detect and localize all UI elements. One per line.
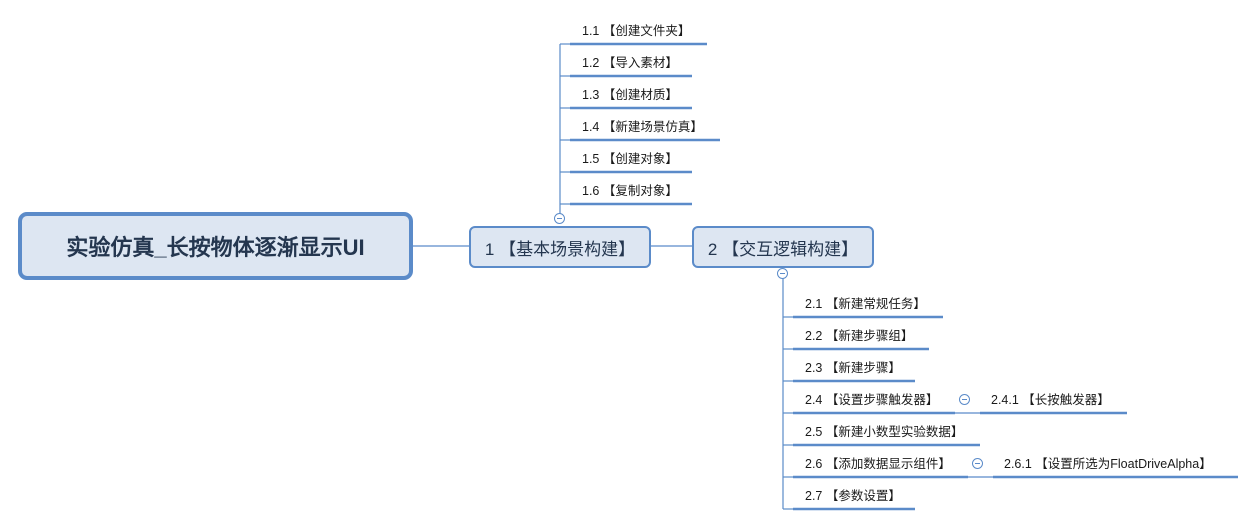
collapse-2-4-icon[interactable] [959, 394, 970, 405]
topic-interaction-logic[interactable]: 2 【交互逻辑构建】 [692, 226, 874, 268]
topic-basic-scene[interactable]: 1 【基本场景构建】 [469, 226, 651, 268]
subtopic-2-7[interactable]: 2.7 【参数设置】 [805, 489, 901, 503]
subtopic-2-4-1[interactable]: 2.4.1 【长按触发器】 [991, 393, 1110, 407]
collapse-topic-1-icon[interactable] [554, 213, 565, 224]
subtopic-2-5[interactable]: 2.5 【新建小数型实验数据】 [805, 425, 964, 439]
subtopic-2-1[interactable]: 2.1 【新建常规任务】 [805, 297, 926, 311]
subtopic-2-2[interactable]: 2.2 【新建步骤组】 [805, 329, 914, 343]
subtopic-1-6[interactable]: 1.6 【复制对象】 [582, 184, 678, 198]
subtopic-1-3[interactable]: 1.3 【创建材质】 [582, 88, 678, 102]
collapse-2-6-icon[interactable] [972, 458, 983, 469]
collapse-topic-2-icon[interactable] [777, 268, 788, 279]
subtopic-1-1[interactable]: 1.1 【创建文件夹】 [582, 24, 691, 38]
root-topic[interactable]: 实验仿真_长按物体逐渐显示UI [18, 212, 413, 280]
subtopic-2-4[interactable]: 2.4 【设置步骤触发器】 [805, 393, 939, 407]
subtopic-2-3[interactable]: 2.3 【新建步骤】 [805, 361, 901, 375]
subtopic-2-6-1[interactable]: 2.6.1 【设置所选为FloatDriveAlpha】 [1004, 457, 1212, 471]
subtopic-1-4[interactable]: 1.4 【新建场景仿真】 [582, 120, 703, 134]
subtopic-2-6[interactable]: 2.6 【添加数据显示组件】 [805, 457, 951, 471]
subtopic-1-5[interactable]: 1.5 【创建对象】 [582, 152, 678, 166]
subtopic-1-2[interactable]: 1.2 【导入素材】 [582, 56, 678, 70]
